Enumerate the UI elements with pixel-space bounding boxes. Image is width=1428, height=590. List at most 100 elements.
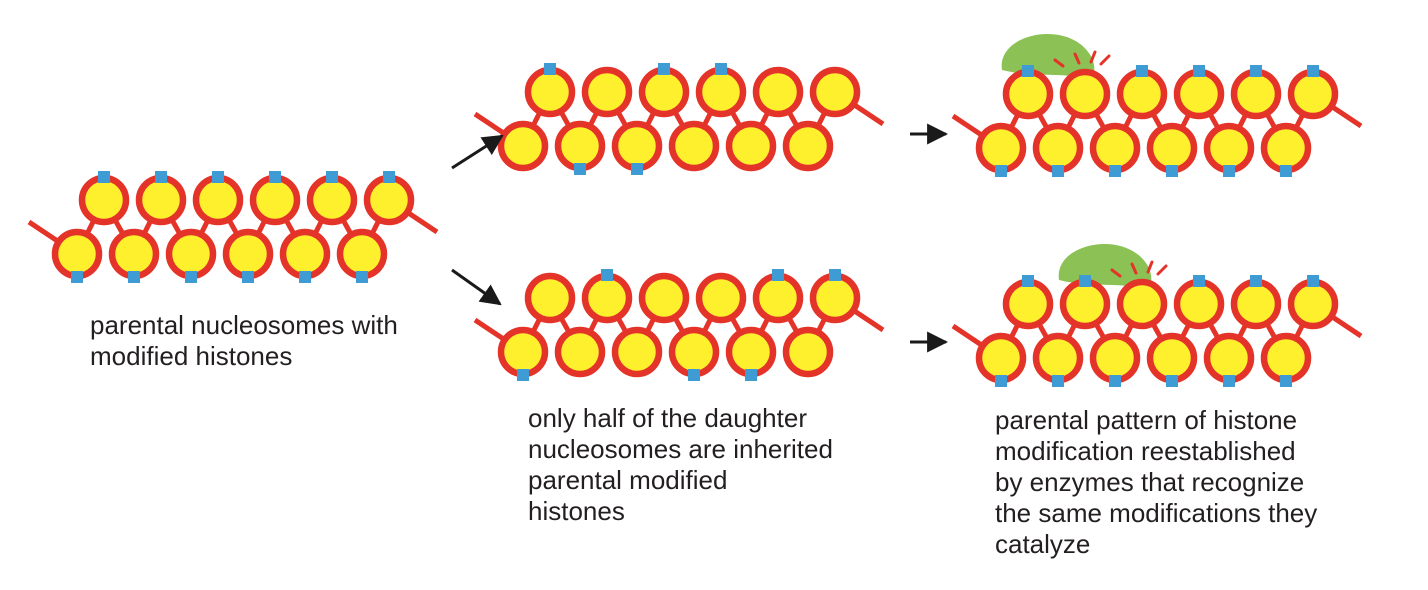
nucleosome-top [1002, 68, 1054, 120]
histone-modification-mark [658, 63, 670, 75]
nucleosome-bottom [975, 122, 1027, 174]
nucleosome-top [581, 272, 633, 324]
histone-modification-mark [1052, 165, 1064, 177]
nucleosome-bottom [611, 326, 663, 378]
catalysis-stroke [1110, 268, 1122, 278]
histone-modification-mark [1052, 375, 1064, 387]
nucleosome-bottom [497, 326, 549, 378]
nucleosome-top [752, 66, 804, 118]
histone-modification-mark [1307, 65, 1319, 77]
catalysis-stroke [1053, 58, 1065, 68]
nucleosome-bottom [1146, 332, 1198, 384]
nucleosome-bottom [668, 120, 720, 172]
histone-modification-mark [155, 171, 167, 183]
histone-modification-mark [212, 171, 224, 183]
histone-modification-mark [1280, 375, 1292, 387]
histone-modification-mark [688, 369, 700, 381]
catalysis-stroke [1146, 260, 1154, 274]
nucleosome-top [695, 272, 747, 324]
histone-modification-mark [1250, 65, 1262, 77]
nucleosome-bottom [1260, 332, 1312, 384]
nucleosome-bottom [1032, 332, 1084, 384]
nucleosome-bottom [1260, 122, 1312, 174]
nucleosome-top [809, 272, 861, 324]
histone-modification-mark [1280, 165, 1292, 177]
histone-modification-mark [715, 63, 727, 75]
histone-modification-mark [1307, 275, 1319, 287]
nucleosome-top [638, 66, 690, 118]
caption-line: by enzymes that recognize [995, 467, 1305, 497]
nucleosome-top [78, 174, 130, 226]
arrow-to-daughter-lower [451, 268, 502, 306]
nucleosome-top [135, 174, 187, 226]
nucleosome-top [306, 174, 358, 226]
nucleosome-top [249, 174, 301, 226]
nucleosome-bottom [108, 228, 160, 280]
nucleosome-bottom [1203, 122, 1255, 174]
histone-modification-mark [1166, 375, 1178, 387]
caption-line: the same modifications they [995, 498, 1318, 528]
nucleosome-bottom [165, 228, 217, 280]
nucleosome-bottom [611, 120, 663, 172]
histone-modification-mark [995, 375, 1007, 387]
caption-line: parental modified [528, 465, 728, 495]
histone-modification-mark [356, 271, 368, 283]
histone-modification-mark [269, 171, 281, 183]
nucleosome-top [1173, 68, 1225, 120]
histone-modification-mark [829, 269, 841, 281]
histone-modification-mark [71, 271, 83, 283]
histone-modification-mark [128, 271, 140, 283]
nucleosome-bottom [668, 326, 720, 378]
nucleosome-bottom [1032, 122, 1084, 174]
nucleosome-panel-daughter-upper [473, 63, 885, 175]
nucleosome-bottom [725, 120, 777, 172]
nucleosome-top [192, 174, 244, 226]
nucleosome-top [524, 66, 576, 118]
nucleosome-bottom [554, 120, 606, 172]
nucleosome-top [581, 66, 633, 118]
histone-modification-mark [1193, 65, 1205, 77]
histone-modification-mark [544, 63, 556, 75]
caption-daughter-nucleosomes: only half of the daughter nucleosomes ar… [528, 403, 833, 527]
histone-modification-mark [1109, 165, 1121, 177]
nucleosome-bottom [497, 120, 549, 172]
caption-line: modified histones [90, 341, 293, 371]
nucleosome-bottom [1203, 332, 1255, 384]
nucleosome-top [1002, 278, 1054, 330]
histone-modification-mark [1223, 165, 1235, 177]
caption-line: parental pattern of histone [995, 405, 1298, 435]
nucleosome-top [363, 174, 415, 226]
nucleosome-top [1287, 68, 1339, 120]
caption-line: only half of the daughter [528, 403, 807, 433]
nucleosome-top [1059, 68, 1111, 120]
nucleosome-top [524, 272, 576, 324]
histone-modification-mark [772, 269, 784, 281]
catalysis-stroke [1073, 52, 1081, 65]
histone-modification-mark [326, 171, 338, 183]
nucleosome-bottom [975, 332, 1027, 384]
nucleosome-bottom [279, 228, 331, 280]
caption-parental-nucleosomes: parental nucleosomes with modified histo… [90, 310, 398, 372]
catalysis-stroke [1156, 264, 1168, 276]
arrow-to-daughter-upper [451, 134, 504, 170]
nucleosome-top [809, 66, 861, 118]
caption-line: catalyze [995, 529, 1091, 559]
nucleosome-top [1230, 278, 1282, 330]
nucleosome-bottom [1089, 332, 1141, 384]
nucleosome-bottom [222, 228, 274, 280]
nucleosome-top [1116, 278, 1168, 330]
histone-modification-mark [1022, 65, 1034, 77]
histone-modification-mark [1109, 375, 1121, 387]
nucleosome-bottom [1089, 122, 1141, 174]
catalysis-stroke [1130, 262, 1138, 275]
nucleosome-bottom [336, 228, 388, 280]
nucleosome-top [1230, 68, 1282, 120]
histone-modification-mark [517, 369, 529, 381]
histone-modification-mark [1022, 275, 1034, 287]
nucleosome-top [1287, 278, 1339, 330]
histone-modification-mark [745, 369, 757, 381]
histone-modification-mark [631, 163, 643, 175]
nucleosome-top [752, 272, 804, 324]
nucleosome-top [1116, 68, 1168, 120]
